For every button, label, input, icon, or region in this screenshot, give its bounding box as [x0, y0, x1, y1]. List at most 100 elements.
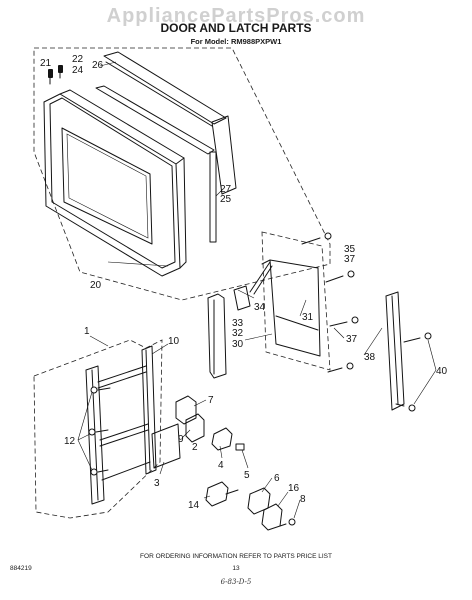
callout-labels: 21 22 24 26 27 25 20 35 37 34 31 33 32 3… [40, 54, 448, 511]
callout-12: 12 [64, 436, 76, 447]
latch-assembly-group [33, 335, 301, 531]
leader-3 [159, 461, 165, 475]
door-choke-side [211, 115, 237, 195]
screw-22 [58, 65, 63, 79]
screw-12-a [90, 386, 111, 394]
screw-21 [48, 69, 53, 85]
callout-35: 35 [344, 244, 356, 255]
callout-27: 27 [220, 184, 232, 195]
latch-frame-left [85, 365, 105, 505]
callout-2: 2 [192, 442, 198, 453]
door-choke-top [103, 51, 227, 125]
screw-40-upper [403, 332, 432, 343]
page-number: 13 [232, 565, 240, 572]
model-subtitle: For Model: RM988PXPW1 [191, 37, 282, 46]
leader-8 [293, 499, 301, 519]
callout-10: 10 [168, 336, 180, 347]
leader-10 [151, 343, 169, 355]
door-side-strip [209, 151, 217, 243]
leader-12-c [77, 439, 93, 471]
handwritten-note: 6-83-D-5 [221, 578, 252, 586]
screw-12-c [90, 468, 109, 476]
leader-37-lower [333, 327, 345, 339]
leader-1 [89, 335, 109, 347]
latch-assembly-boundary [33, 339, 163, 519]
leader-27 [215, 189, 223, 197]
ordering-note: FOR ORDERING INFORMATION REFER TO PARTS … [140, 553, 332, 560]
door-window [61, 127, 153, 245]
door-frame [43, 93, 181, 277]
callout-38: 38 [364, 352, 376, 363]
callout-9: 9 [178, 434, 184, 445]
callout-1: 1 [84, 326, 90, 337]
latch-lever [233, 285, 251, 311]
callout-20: 20 [90, 280, 102, 291]
diagram-title: DOOR AND LATCH PARTS [160, 21, 311, 35]
callout-3: 3 [154, 478, 160, 489]
callout-5: 5 [244, 470, 250, 481]
callout-25: 25 [220, 194, 232, 205]
callout-4: 4 [218, 460, 224, 471]
leader-40-up [427, 339, 437, 371]
latch-hook [207, 293, 227, 379]
watermark-text: AppliancePartsPros.com [107, 5, 366, 27]
latch-cam-4 [211, 427, 233, 451]
callout-7: 7 [208, 395, 214, 406]
page-footer: FOR ORDERING INFORMATION REFER TO PARTS … [10, 553, 332, 586]
screw-35 [301, 232, 332, 245]
latch-frame-right [141, 345, 157, 475]
leader-5 [241, 449, 249, 469]
door-frame-inner-edge [49, 97, 176, 269]
document-number: 884219 [10, 565, 32, 572]
callout-31: 31 [302, 312, 314, 323]
callout-30: 30 [232, 339, 244, 350]
callout-34: 34 [254, 302, 266, 313]
screw-37-lower [329, 316, 359, 327]
leader-34 [237, 289, 255, 299]
screw-37-upper [325, 270, 355, 283]
leader-30 [244, 333, 273, 341]
switch-6 [247, 487, 271, 515]
callout-37-upper: 37 [344, 254, 356, 265]
callout-16: 16 [288, 483, 300, 494]
screw-37-bottom [327, 362, 354, 373]
callout-8: 8 [300, 494, 306, 505]
callout-24: 24 [72, 65, 84, 76]
screw-8 [279, 518, 296, 527]
callout-33: 33 [232, 318, 244, 329]
switch-14 [205, 481, 229, 507]
spring-5 [235, 443, 245, 451]
callout-37-lower: 37 [346, 334, 358, 345]
screw-40-lower [395, 403, 416, 412]
leader-16 [277, 491, 289, 507]
leader-20 [107, 261, 169, 267]
latch-panel [385, 291, 405, 411]
callout-32: 32 [232, 328, 244, 339]
callout-26: 26 [92, 60, 104, 71]
leader-38 [363, 327, 383, 356]
callout-21: 21 [40, 58, 52, 69]
interlock-switch-7 [175, 395, 197, 425]
leader-31 [299, 299, 307, 317]
callout-40: 40 [436, 366, 448, 377]
door-assembly-boundary [33, 47, 331, 301]
door-window-inner [66, 133, 149, 239]
leader-12-b [77, 433, 91, 441]
leader-7 [193, 399, 207, 407]
leader-9 [181, 429, 191, 439]
door-assembly-group [33, 47, 437, 412]
callout-22: 22 [72, 54, 84, 65]
interlock-switch-2 [185, 413, 205, 443]
leader-26 [99, 61, 117, 67]
leader-40-down [413, 369, 437, 405]
bracket-16 [261, 503, 283, 531]
leader-4 [219, 445, 223, 459]
actuator-plate [151, 423, 181, 469]
leader-14 [203, 495, 211, 499]
hinge-plate [269, 259, 321, 357]
screw-12-b [88, 428, 109, 436]
callout-6: 6 [274, 473, 280, 484]
leader-12-a [77, 391, 93, 441]
